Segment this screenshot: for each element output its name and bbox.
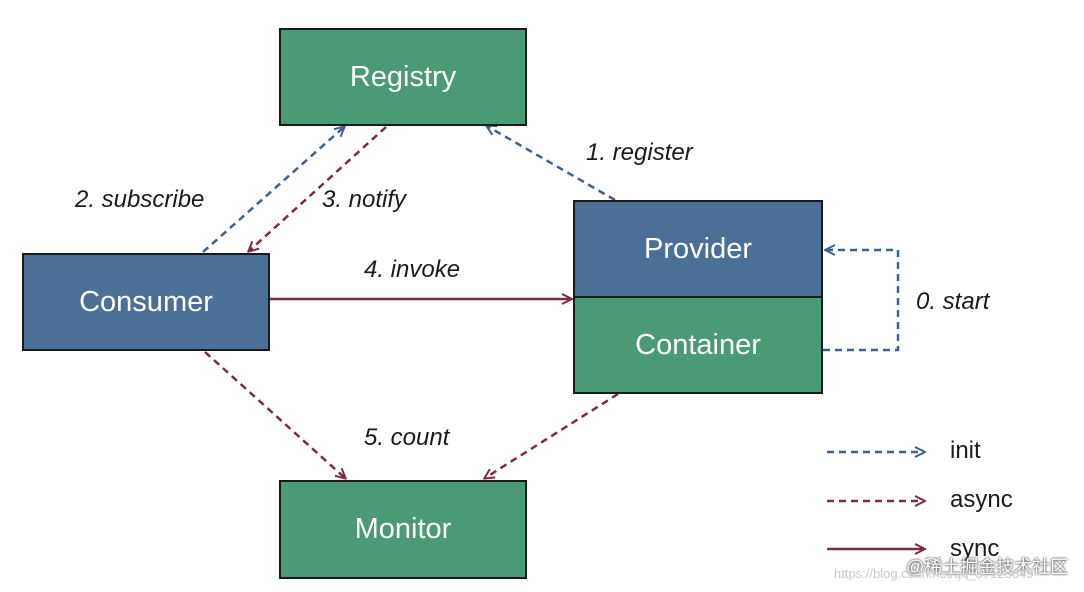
watermark-juejin: @稀土掘金技术社区 xyxy=(906,557,1069,577)
container-node: Container xyxy=(573,296,823,394)
edge-register-label: 1. register xyxy=(586,139,693,166)
legend-sync-label: sync xyxy=(950,535,1000,562)
edge-count-consumer-arrow xyxy=(204,351,345,478)
monitor-node: Monitor xyxy=(279,480,527,579)
edge-notify-arrow xyxy=(249,126,387,251)
edge-count-label: 5. count xyxy=(364,424,450,451)
edge-start-label: 0. start xyxy=(916,288,990,315)
registry-label: Registry xyxy=(349,60,457,93)
edge-count-container-arrow xyxy=(485,392,619,478)
container-label: Container xyxy=(635,328,761,361)
watermark-url: https://blog.csdn.net/qq_37123649 xyxy=(834,566,1034,581)
consumer-label: Consumer xyxy=(79,285,213,318)
provider-node: Provider xyxy=(573,200,823,298)
edge-register-arrow xyxy=(487,126,616,202)
consumer-node: Consumer xyxy=(22,253,270,351)
edge-invoke-label: 4. invoke xyxy=(364,256,461,283)
edge-notify-label: 3. notify xyxy=(322,186,407,213)
edge-subscribe-arrow xyxy=(202,127,344,253)
monitor-label: Monitor xyxy=(354,513,452,545)
edge-start-arrow xyxy=(823,250,900,352)
legend-async-label: async xyxy=(950,486,1013,513)
legend-init-label: init xyxy=(950,437,981,464)
registry-node: Registry xyxy=(279,28,527,126)
edge-subscribe-label: 2. subscribe xyxy=(75,186,205,213)
provider-label: Provider xyxy=(644,232,752,265)
